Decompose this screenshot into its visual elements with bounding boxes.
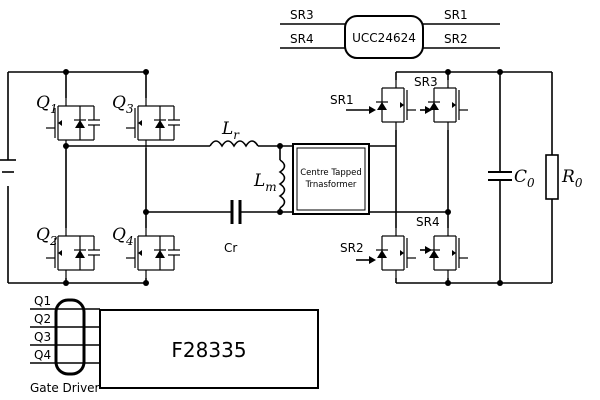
controller-input-q2: Q2 <box>34 312 51 326</box>
secondary-rectifier: SR1 SR3 SR4 SR2 C0 R0 <box>330 69 583 286</box>
label-cr: Cr <box>224 241 237 255</box>
f28335-label: F28335 <box>171 338 246 362</box>
sr-controller-pin-sr1: SR1 <box>444 8 468 22</box>
transformer-label-line2: Trnasformer <box>305 180 357 190</box>
label-lm: Lm <box>253 171 277 194</box>
mosfet-q4 <box>125 227 181 279</box>
sr-controller-block: UCC24624 SR3 SR4 SR1 SR2 <box>280 8 500 59</box>
label-q4: Q4 <box>112 225 134 248</box>
sr-controller-pin-sr2: SR2 <box>444 32 468 46</box>
sr-controller-pin-sr4: SR4 <box>290 32 314 46</box>
transformer-block: Centre Tapped Trnasformer <box>292 143 370 215</box>
inductor-lr <box>209 140 259 148</box>
mosfet-sr1 <box>375 79 417 131</box>
label-sr2: SR2 <box>340 241 364 255</box>
sr-controller-chip-label: UCC24624 <box>352 31 416 45</box>
label-q1: Q1 <box>36 93 58 116</box>
gate-driver-label: Gate Driver <box>30 381 100 395</box>
controller-input-q1: Q1 <box>34 294 51 308</box>
label-q3: Q3 <box>112 93 134 116</box>
f28335-chip <box>99 309 319 389</box>
controller-input-q3: Q3 <box>34 330 51 344</box>
controller-input-q4: Q4 <box>34 348 51 362</box>
label-lr: Lr <box>221 119 240 142</box>
label-sr4: SR4 <box>416 215 440 229</box>
label-sr1: SR1 <box>330 93 354 107</box>
mosfet-sr2 <box>375 227 417 279</box>
label-sr3: SR3 <box>414 75 438 89</box>
main-controller-block: F28335 Q1 Q2 Q3 Q4 Gate Driver <box>30 294 319 395</box>
mosfet-q3 <box>125 97 181 149</box>
sr-controller-pin-sr3: SR3 <box>290 8 314 22</box>
label-q2: Q2 <box>36 225 58 248</box>
inductor-lm <box>278 159 286 209</box>
resonant-tank: Lr Cr Lm <box>66 119 295 255</box>
primary-bridge: Q1 Q3 Q2 Q4 <box>0 69 181 286</box>
transformer-label-line1: Centre Tapped <box>300 168 362 178</box>
gate-driver-loop <box>54 298 86 376</box>
mosfet-sr4 <box>427 227 469 279</box>
label-r0: R0 <box>561 167 583 190</box>
label-c0: C0 <box>514 167 535 190</box>
resistor-r0 <box>545 154 559 200</box>
